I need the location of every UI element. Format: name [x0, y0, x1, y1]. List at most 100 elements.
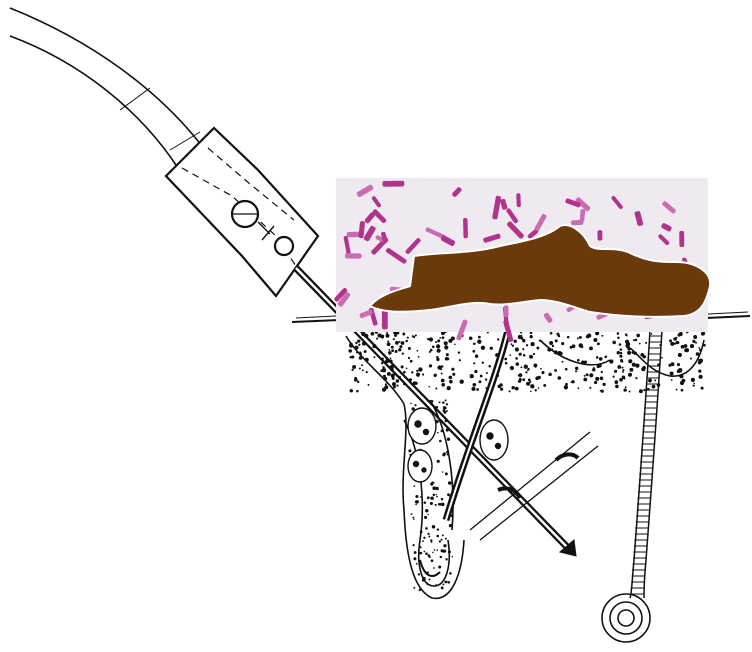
tissue-dot	[628, 373, 632, 377]
tissue-dot	[364, 350, 367, 353]
tissue-dot	[431, 559, 434, 562]
tissue-dot	[452, 556, 453, 557]
tissue-dot	[441, 498, 444, 501]
tissue-dot	[518, 335, 522, 339]
tissue-dot	[440, 556, 442, 558]
tissue-dot	[601, 335, 603, 337]
tissue-dot	[413, 587, 415, 589]
tissue-dot	[476, 388, 479, 391]
tissue-dot	[586, 373, 589, 376]
tissue-dot	[385, 383, 387, 385]
tissue-dot	[575, 370, 577, 372]
tissue-dot	[409, 378, 412, 381]
tissue-dot	[386, 332, 388, 334]
tissue-dot	[550, 332, 553, 335]
tissue-dot	[436, 535, 439, 538]
tissue-dot	[386, 334, 390, 338]
tissue-dot	[527, 368, 529, 370]
tissue-dot	[448, 376, 452, 380]
tissue-dot	[390, 358, 392, 360]
tissue-dot	[437, 349, 441, 353]
tissue-dot	[501, 385, 503, 387]
tissue-dot	[654, 379, 656, 381]
tissue-dot	[533, 353, 535, 355]
tissue-dot	[413, 336, 415, 338]
tissue-dot	[429, 579, 431, 581]
tissue-dot	[474, 370, 477, 373]
tissue-dot	[446, 403, 448, 405]
tissue-dot	[522, 339, 525, 342]
tissue-dot	[583, 378, 587, 382]
tissue-dot	[449, 572, 452, 575]
tissue-dot	[622, 369, 624, 371]
tissue-dot	[684, 348, 688, 352]
tissue-dot	[488, 365, 491, 368]
tissue-dot	[691, 378, 695, 382]
tissue-dot	[519, 353, 522, 356]
tissue-dot	[445, 407, 447, 409]
tissue-dot	[523, 349, 525, 351]
tissue-dot	[469, 337, 473, 341]
tissue-dot	[539, 340, 541, 342]
tissue-dot	[472, 383, 476, 387]
tissue-dot	[435, 387, 437, 389]
tissue-dot	[437, 432, 439, 434]
tissue-dot	[435, 487, 439, 491]
tissue-dot	[600, 376, 604, 380]
tissue-dot	[636, 334, 640, 338]
tissue-dot	[447, 581, 450, 584]
tissue-dot	[359, 356, 363, 360]
tissue-dot	[627, 351, 631, 355]
tissue-dot	[617, 332, 620, 335]
tissue-dot	[515, 357, 518, 360]
tissue-dot	[681, 389, 684, 392]
tissue-dot	[586, 335, 589, 338]
tissue-dot	[577, 337, 579, 339]
tissue-dot	[410, 403, 412, 405]
tissue-dot	[625, 340, 629, 344]
tissue-dot	[350, 356, 352, 358]
tissue-dot	[470, 374, 474, 378]
tissue-dot	[406, 367, 408, 369]
tissue-dot	[403, 382, 406, 385]
tissue-dot	[441, 372, 443, 374]
tissue-dot	[356, 351, 358, 353]
tissue-dot	[417, 350, 419, 352]
tissue-dot	[584, 375, 586, 377]
tissue-dot	[543, 384, 546, 387]
tissue-dot	[438, 565, 441, 568]
tissue-dot	[446, 410, 448, 412]
tissue-dot	[673, 337, 677, 341]
tissue-dot	[447, 438, 450, 441]
tissue-dot	[365, 358, 369, 362]
tissue-dot	[678, 333, 681, 336]
tissue-dot	[430, 502, 433, 505]
tissue-dot	[540, 368, 542, 370]
tissue-dot	[391, 346, 394, 349]
tissue-dot	[413, 519, 414, 520]
tissue-dot	[523, 354, 526, 357]
tissue-dot	[699, 349, 702, 352]
tissue-dot	[703, 344, 706, 347]
tissue-dot	[389, 360, 392, 363]
tissue-dot	[413, 557, 416, 560]
tissue-dot	[362, 369, 364, 371]
tissue-dot	[355, 342, 357, 344]
tissue-dot	[411, 371, 413, 373]
tissue-dot	[510, 343, 512, 345]
tissue-dot	[357, 381, 359, 383]
tissue-dot	[554, 369, 557, 372]
tissue-dot	[676, 389, 678, 391]
tissue-dot	[442, 336, 445, 339]
tissue-dot	[601, 371, 603, 373]
tissue-dot	[619, 355, 622, 358]
tissue-dot	[437, 460, 440, 463]
tissue-dot	[362, 342, 366, 346]
tissue-dot	[392, 377, 395, 380]
tissue-dot	[603, 383, 606, 386]
tissue-dot	[435, 341, 437, 343]
tissue-dot	[408, 357, 410, 359]
tissue-dot	[581, 360, 585, 364]
tissue-dot	[441, 365, 444, 368]
tissue-dot	[515, 347, 519, 351]
